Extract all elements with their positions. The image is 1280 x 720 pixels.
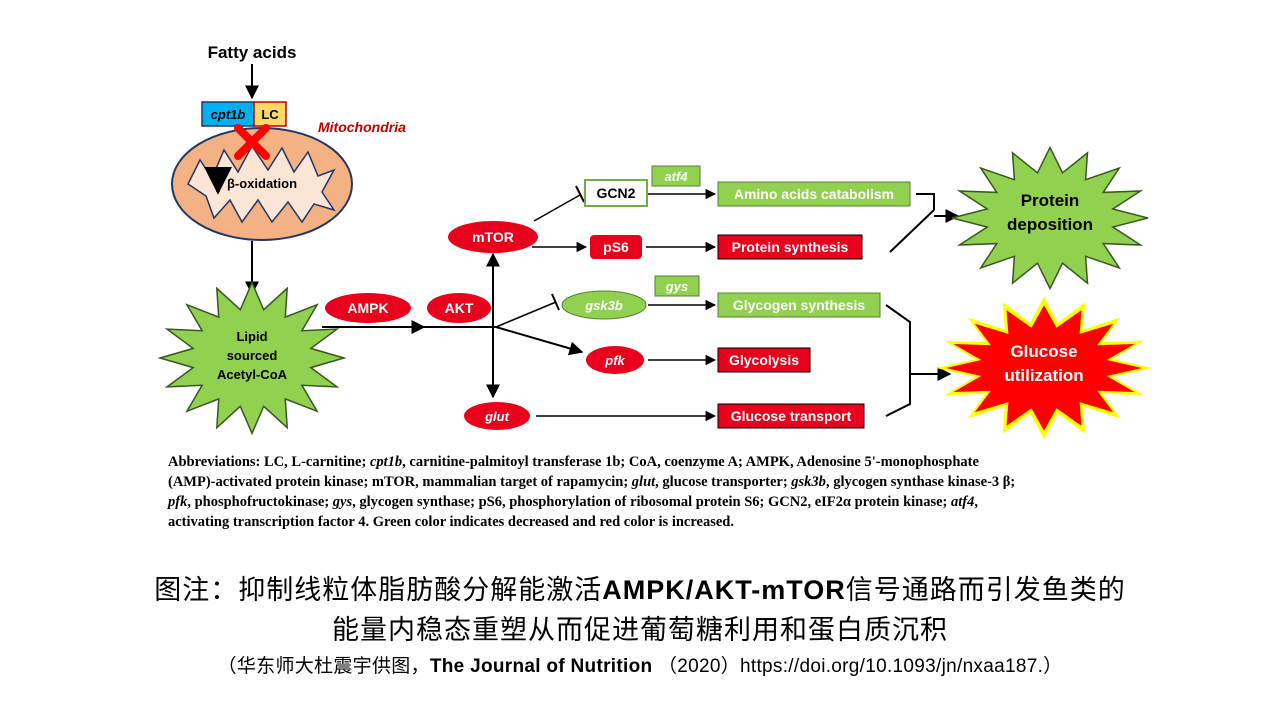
lipid-label-1: Lipid [236, 329, 267, 344]
protein-synthesis-label: Protein synthesis [732, 239, 849, 255]
ampk-label: AMPK [347, 300, 388, 316]
pfk-label: pfk [604, 353, 625, 368]
inhibition-x-icon [234, 124, 270, 160]
lipid-label-2: sourced [227, 348, 278, 363]
abbr-line-3: pfk, phosphofructokinase; gys, glycogen … [168, 494, 978, 510]
mtor-node [448, 221, 538, 253]
glucose-utilization-label-2: utilization [1004, 366, 1083, 385]
atf4-node [651, 165, 701, 187]
gys-label: gys [665, 279, 688, 294]
glucose-utilization-burst [946, 305, 1142, 431]
glycogen-synthesis-label: Glycogen synthesis [733, 297, 865, 313]
ps6-label: pS6 [603, 239, 629, 255]
glycogen-synthesis-node [717, 292, 881, 318]
cpt1b-label: cpt1b [211, 107, 246, 122]
akt-node [427, 293, 491, 323]
mitochondrion-cristae [187, 144, 336, 224]
caption-line-2: 能量内稳态重塑从而促进葡萄糖利用和蛋白质沉积 [332, 615, 948, 646]
protein-deposition-burst [951, 145, 1149, 291]
pfk-node [586, 346, 644, 374]
inhibit-bar-gcn2 [575, 185, 585, 203]
glucose-transport-node [717, 403, 865, 429]
inhibit-hub-to-gsk3b [495, 301, 557, 328]
glucose-utilization-label-1: Glucose [1010, 342, 1077, 361]
lc-box [253, 101, 287, 127]
gys-node [654, 275, 700, 297]
ampk-node [325, 293, 411, 323]
glycolysis-label: Glycolysis [729, 352, 799, 368]
abbr-line-2: (AMP)-activated protein kinase; mTOR, ma… [168, 474, 1016, 490]
inhibit-mtor-to-gcn2 [533, 194, 581, 222]
protein-deposition-label-1: Protein [1021, 191, 1080, 210]
gcn2-node [584, 179, 648, 207]
glucose-transport-label: Glucose transport [731, 408, 852, 424]
lc-label: LC [261, 107, 279, 122]
caption-line-1: 图注：抑制线粒体脂肪酸分解能激活AMPK/AKT-mTOR信号通路而引发鱼类的 [154, 575, 1126, 606]
pathway-diagram: Fatty acids cpt1b LC Mitochondria β-oxid… [157, 43, 1152, 440]
glycolysis-node [717, 347, 811, 373]
bracket-protein [889, 193, 935, 253]
abbr-line-1: Abbreviations: LC, L-carnitine; cpt1b, c… [168, 454, 979, 470]
atf4-label: atf4 [664, 169, 688, 184]
gcn2-label: GCN2 [597, 185, 636, 201]
lipid-label-3: Acetyl-CoA [217, 367, 288, 382]
glut-label: glut [484, 409, 509, 424]
lipid-acetyl-coa-burst [157, 280, 347, 436]
amino-acids-label: Amino acids catabolism [734, 186, 894, 202]
bracket-glucose [885, 304, 911, 417]
akt-label: AKT [445, 300, 474, 316]
caption-source-line: （华东师大杜震宇供图，The Journal of Nutrition （202… [217, 655, 1063, 677]
beta-oxidation-label: β-oxidation [227, 176, 297, 191]
arrow-hub-to-pfk [495, 326, 584, 356]
glut-node [464, 402, 530, 430]
protein-deposition-label-2: deposition [1007, 215, 1093, 234]
protein-synthesis-node [717, 234, 863, 260]
mitochondria-label: Mitochondria [318, 119, 406, 135]
abbreviations-block: Abbreviations: LC, L-carnitine; cpt1b, c… [168, 452, 1088, 532]
ps6-node [590, 235, 642, 259]
inhibit-bar-gsk3b [551, 293, 560, 311]
mtor-label: mTOR [472, 229, 514, 245]
gsk3b-node [561, 290, 647, 320]
amino-acids-node [717, 181, 911, 207]
fatty-acids-label: Fatty acids [208, 43, 297, 62]
abbr-line-4: activating transcription factor 4. Green… [168, 514, 734, 530]
gsk3b-label: gsk3b [584, 298, 623, 313]
